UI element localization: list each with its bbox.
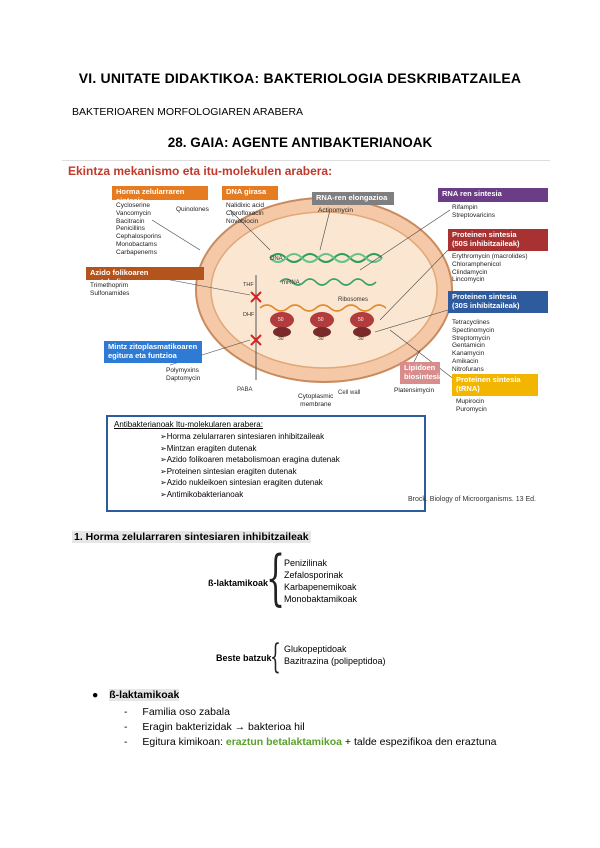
list-item: Zefalosporinak (284, 569, 357, 581)
legend-list: ➢Horma zelularraren sintesiaren inhibitz… (160, 431, 340, 500)
box-rna-sint: RNA ren sintesia (438, 188, 548, 202)
cytoplasm-shape (211, 212, 437, 368)
thf-label: THF (243, 282, 254, 288)
ribosome-1 (270, 312, 294, 337)
legend-item: ➢Azido folikoaren metabolismoan eragina … (160, 454, 340, 466)
group-2-label: Beste batzuk (216, 653, 272, 663)
list-item-text: Familia oso zabala (142, 706, 230, 718)
drugs-dna: Nalidixic acid Ciprofloxacin Novobiocin (226, 202, 264, 225)
legend-item: ➢Horma zelularraren sintesiaren inhibitz… (160, 431, 340, 443)
drugs-prot-30s: Tetracyclines Spectinomycin Streptomycin… (452, 319, 494, 374)
unit-subtitle: BAKTERIOAREN MORFOLOGIAREN ARABERA (72, 106, 303, 118)
drugs-membrana: Polymyxins Daptomycin (166, 367, 200, 383)
box-membrana: Mintz zitoplasmatikoaren egitura eta fun… (104, 341, 202, 363)
dash-icon: - (124, 736, 128, 748)
brace-icon: { (270, 640, 281, 674)
svg-text:50: 50 (318, 317, 324, 323)
drugs-lipido: Platensimycin (394, 387, 434, 395)
drugs-horma: Cycloserine Vancomycin Bacitracin Penici… (116, 202, 161, 257)
dash-icon: - (124, 721, 128, 733)
box-horma: Horma zelularraren sintesia (112, 186, 208, 200)
list-item-text: + talde espezifikoa den eraztuna (342, 736, 496, 748)
drugs-rna-sint: Rifampin Streptovaricins (452, 204, 495, 220)
drugs-rna-elong: Actinomycin (318, 207, 353, 215)
mrna-label: mRNA (282, 280, 300, 286)
list-item: Karbapenemikoak (284, 581, 357, 593)
box-prot-30s: Proteinen sintesia (30S inhibitzaileak) (448, 291, 548, 313)
list-item: Monobaktamikoak (284, 593, 357, 605)
ribosome-3 (350, 312, 374, 337)
bullet-heading: ● ß-laktamikoak (92, 689, 179, 701)
svg-text:30: 30 (318, 336, 324, 342)
list-item-text: Egitura kimikoan: (142, 736, 225, 748)
box-prot-50s: Proteinen sintesia (50S inhibitzaileak) (448, 229, 548, 251)
drugs-folic: Trimethoprim Sulfonamides (90, 282, 129, 298)
list-item: - Familia oso zabala (124, 706, 230, 718)
box-lipido: Lipidoen biosintesia (400, 362, 440, 384)
figure-credit: Brock. Biology of Microorganisms. 13 Ed. (408, 496, 536, 503)
dna-label: DNA (270, 256, 283, 262)
list-item: Glukopeptidoak (284, 643, 386, 655)
legend-item: ➢Azido nukleikoen sintesian eragiten dut… (160, 477, 340, 489)
list-item: - Eragin bakterizidak → bakterioa hil (124, 721, 305, 733)
box-dna-girasa: DNA girasa (222, 186, 278, 200)
box-rna-elong: RNA-ren elongazioa (312, 192, 394, 205)
paba-label: PABA (237, 387, 253, 393)
box-trna: Proteinen sintesia (tRNA) (452, 374, 538, 396)
ribosome-2 (310, 312, 334, 337)
topic-title: 28. GAIA: AGENTE ANTIBAKTERIANOAK (0, 135, 600, 150)
ribosome-50-label: 50 (278, 317, 284, 323)
drugs-trna: Mupirocin Puromycin (456, 398, 487, 414)
bullet-title: ß-laktamikoak (109, 689, 179, 701)
svg-text:30: 30 (358, 336, 364, 342)
group-1-list: Penizilinak Zefalosporinak Karbapenemiko… (284, 557, 357, 605)
svg-text:50: 50 (358, 317, 364, 323)
legend-item: ➢Antimikobakterianoak (160, 489, 340, 501)
cytoplasmic-membrane-label: Cytoplasmic membrane (298, 393, 333, 409)
ribosomes-label: Ribosomes (338, 297, 368, 303)
brace-icon: { (266, 548, 285, 608)
section-1-title: 1. Horma zelularraren sintesiaren inhibi… (72, 531, 311, 543)
group-2-list: Glukopeptidoak Bazitrazina (polipeptidoa… (284, 643, 386, 667)
list-item: Penizilinak (284, 557, 357, 569)
unit-title: VI. UNITATE DIDAKTIKOA: BAKTERIOLOGIA DE… (0, 70, 600, 86)
cell-wall-label: Cell wall (338, 390, 360, 396)
legend-box: Antibakterianoak Itu-molekularen arabera… (106, 415, 426, 512)
drugs-prot-50s: Erythromycin (macrolides) Chloramphenico… (452, 253, 528, 284)
list-item: Bazitrazina (polipeptidoa) (284, 655, 386, 667)
highlight-term: eraztun betalaktamikoa (226, 736, 342, 748)
dash-icon: - (124, 706, 128, 718)
dhf-label: DHF (243, 312, 255, 318)
group-1-label: ß-laktamikoak (208, 578, 268, 588)
list-item: - Egitura kimikoan: eraztun betalaktamik… (124, 736, 496, 748)
figure-top-rule (62, 160, 550, 161)
figure-title: Ekintza mekanismo eta itu-molekulen arab… (68, 164, 332, 178)
ribosome-30-label: 30 (278, 336, 284, 342)
box-folic: Azido folikoaren metabolismoa (86, 267, 204, 280)
legend-item: ➢Proteinen sintesian eragiten dutenak (160, 466, 340, 478)
quinolones-label: Quinolones (176, 206, 209, 214)
legend-title: Antibakterianoak Itu-molekularen arabera… (114, 420, 263, 429)
legend-item: ➢Mintzan eragiten dutenak (160, 443, 340, 455)
bullet-icon: ● (92, 689, 98, 701)
list-item-text: Eragin bakterizidak → bakterioa hil (142, 721, 304, 733)
